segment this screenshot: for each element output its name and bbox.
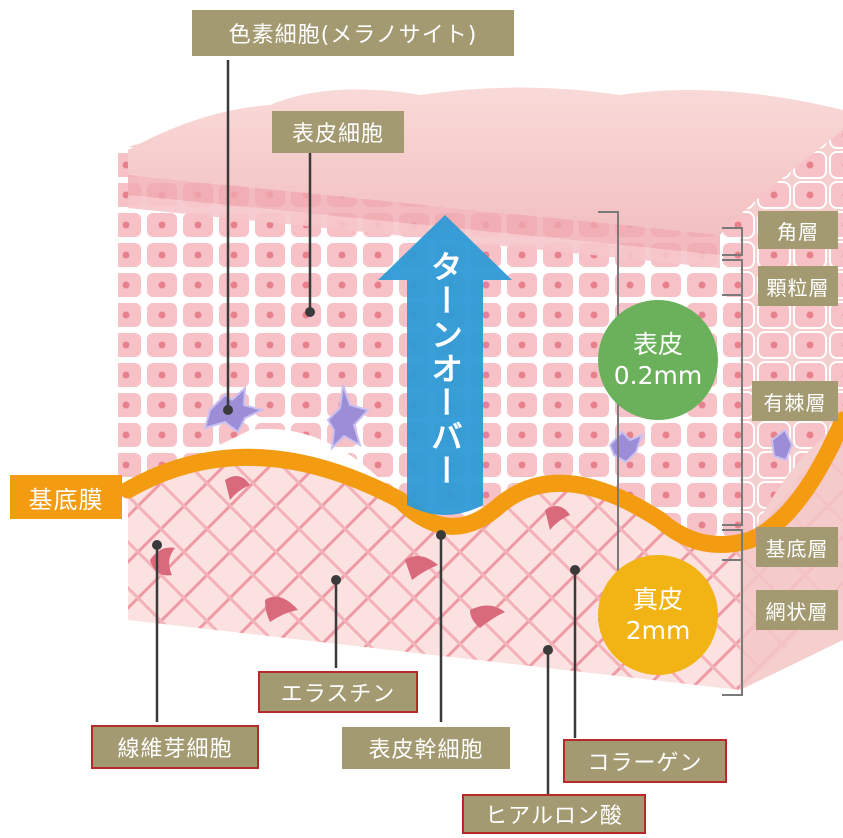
turnover-label: ターンオーバー (428, 250, 462, 488)
label-basement-membrane: 基底膜 (10, 475, 122, 519)
label-stratum-granulosum: 顆粒層 (758, 266, 838, 306)
label-collagen: コラーゲン (563, 739, 727, 783)
epidermis-circle: 表皮 0.2mm (598, 300, 718, 420)
label-stratum-corneum: 角層 (758, 211, 838, 249)
label-hyaluronic-acid: ヒアルロン酸 (462, 794, 646, 834)
dermis-name: 真皮 (633, 584, 683, 615)
label-reticular-layer: 網状層 (756, 590, 838, 630)
label-epidermal-stem-cell: 表皮幹細胞 (342, 727, 510, 769)
label-stratum-spinosum: 有棘層 (752, 381, 838, 421)
label-epidermal-cell: 表皮細胞 (272, 111, 404, 153)
label-fibroblast: 線維芽細胞 (91, 725, 259, 769)
epidermis-name: 表皮 (633, 329, 683, 360)
dermis-circle: 真皮 2mm (598, 555, 718, 675)
label-elastin: エラスチン (258, 671, 418, 713)
label-melanocyte: 色素細胞(メラノサイト) (192, 10, 514, 56)
label-stratum-basale: 基底層 (756, 527, 838, 567)
dermis-thickness: 2mm (626, 615, 691, 646)
epidermis-thickness: 0.2mm (614, 360, 702, 391)
